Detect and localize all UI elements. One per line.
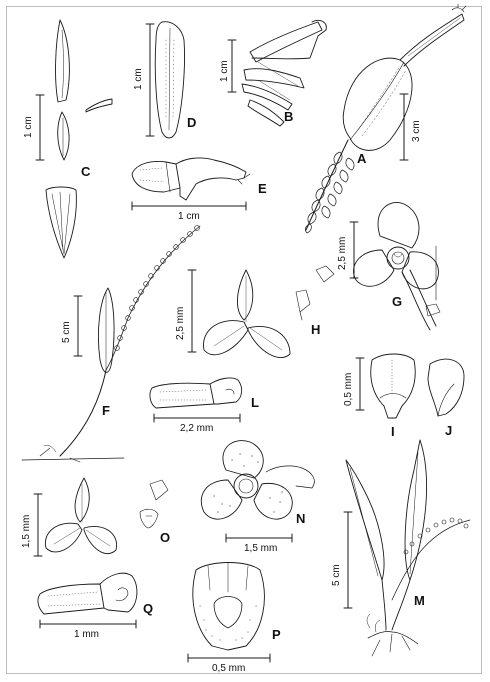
scale-bar-a bbox=[399, 93, 409, 161]
drawing-l-column bbox=[149, 377, 243, 409]
drawing-q-column bbox=[37, 572, 138, 615]
drawing-e-column bbox=[131, 157, 251, 201]
scale-bar-o bbox=[33, 493, 43, 557]
drawing-j-lip bbox=[427, 358, 465, 417]
panel-letter-g: G bbox=[392, 294, 403, 309]
scale-bar-q bbox=[39, 619, 137, 629]
scale-bar-m bbox=[343, 511, 353, 609]
scale-bar-d bbox=[145, 23, 155, 137]
drawing-f-raceme-beads bbox=[114, 225, 200, 351]
panel-letter-i: I bbox=[391, 424, 395, 439]
drawing-p-stipple bbox=[199, 605, 257, 641]
scale-label-m: 5 cm bbox=[331, 564, 342, 586]
drawing-n-flower bbox=[200, 440, 315, 520]
panel-letter-c: C bbox=[81, 164, 91, 179]
scale-label-l: 2,2 mm bbox=[180, 423, 214, 434]
scale-bar-e bbox=[131, 201, 247, 211]
panel-letter-n: N bbox=[296, 511, 306, 526]
scale-bar-f bbox=[73, 295, 83, 357]
scale-bar-g bbox=[349, 221, 359, 279]
drawing-a-plant bbox=[305, 3, 467, 231]
panel-letter-q: Q bbox=[143, 601, 154, 616]
scale-label-o: 1,5 mm bbox=[21, 514, 32, 548]
panel-letter-a: A bbox=[357, 151, 367, 166]
panel-letter-j: J bbox=[445, 423, 453, 438]
scale-label-g: 2,5 mm bbox=[337, 236, 348, 270]
drawing-i-lip bbox=[370, 353, 416, 419]
scale-bar-l bbox=[153, 413, 241, 423]
scale-label-q: 1 mm bbox=[74, 629, 99, 640]
drawing-c-parts bbox=[45, 19, 113, 259]
panel-letter-f: F bbox=[102, 403, 110, 418]
scale-label-f: 5 cm bbox=[61, 321, 72, 343]
scale-label-h: 2,5 mm bbox=[175, 306, 186, 340]
scale-label-a: 3 cm bbox=[411, 120, 422, 142]
drawing-a-raceme bbox=[304, 151, 355, 234]
scale-bar-p bbox=[187, 653, 271, 663]
scale-label-e: 1 cm bbox=[178, 211, 200, 222]
drawing-o-flower bbox=[44, 477, 169, 555]
scale-bar-c bbox=[35, 94, 45, 161]
panel-letter-d: D bbox=[187, 115, 197, 130]
drawing-n-stipple bbox=[213, 453, 283, 513]
drawing-p-lip bbox=[192, 561, 265, 651]
panel-letter-b: B bbox=[284, 109, 294, 124]
panel-letter-l: L bbox=[251, 395, 259, 410]
drawing-g-flower bbox=[353, 202, 441, 331]
panel-letter-p: P bbox=[272, 627, 281, 642]
scale-label-c: 1 cm bbox=[23, 116, 34, 138]
panel-letter-h: H bbox=[311, 322, 321, 337]
panel-letter-m: M bbox=[414, 593, 425, 608]
scale-label-d: 1 cm bbox=[133, 68, 144, 90]
scale-bar-b bbox=[227, 39, 237, 93]
panel-letter-o: O bbox=[160, 530, 171, 545]
scale-bar-n bbox=[225, 533, 293, 543]
drawing-f-plant bbox=[21, 225, 201, 463]
drawing-m-plant bbox=[345, 439, 471, 657]
scale-label-i: 0,5 mm bbox=[343, 372, 354, 406]
drawing-b-flower bbox=[241, 19, 327, 127]
drawing-m-raceme-beads bbox=[403, 517, 469, 555]
drawing-h-flower bbox=[203, 265, 335, 359]
panel-letter-e: E bbox=[258, 181, 267, 196]
scale-label-n: 1,5 mm bbox=[244, 543, 278, 554]
scale-bar-h bbox=[187, 269, 197, 353]
scale-bar-i bbox=[355, 357, 365, 411]
scale-label-p: 0,5 mm bbox=[212, 663, 246, 674]
drawing-d-petal bbox=[154, 21, 185, 139]
scale-label-b: 1 cm bbox=[219, 60, 230, 82]
plate-frame bbox=[6, 6, 482, 674]
